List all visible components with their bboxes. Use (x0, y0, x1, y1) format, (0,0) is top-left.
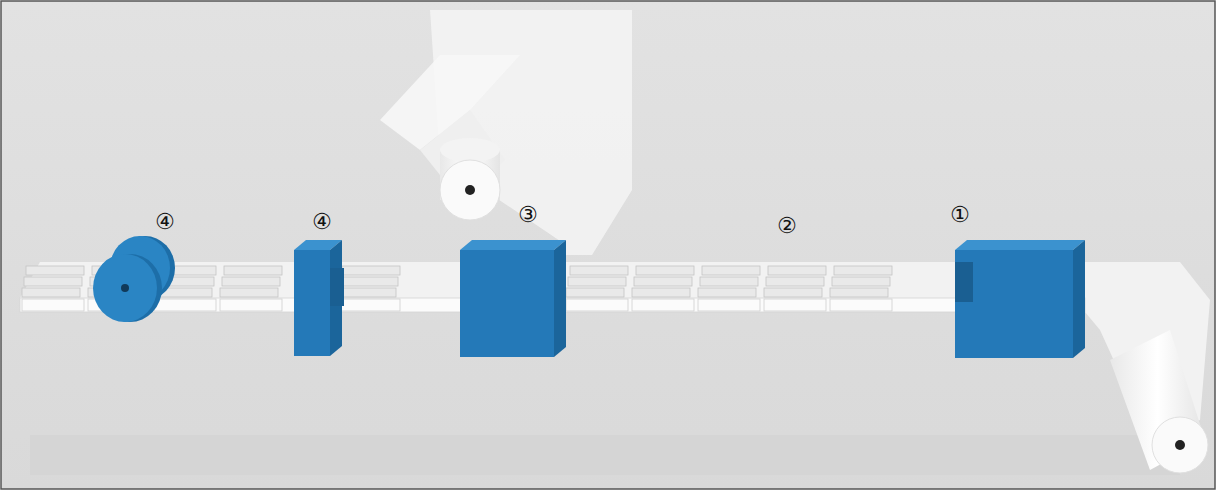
bottom-film-roll (1085, 262, 1210, 473)
cutting-discs (93, 236, 175, 322)
tray-cavity (24, 277, 82, 286)
tray-cavity (22, 288, 80, 297)
tray-front (632, 299, 694, 311)
sealing-station (460, 240, 566, 357)
tray-cavity (222, 277, 280, 286)
tray-cavity (768, 266, 826, 275)
tray-cavity (834, 266, 892, 275)
callout-number: ④ (155, 211, 175, 233)
tray-front (830, 299, 892, 311)
top-film-roll (380, 10, 632, 255)
tray-cavity (340, 277, 398, 286)
tray-front (220, 299, 282, 311)
tray-cavity (700, 277, 758, 286)
tray-front (154, 299, 216, 311)
tray-front (338, 299, 400, 311)
tray-cavity (338, 288, 396, 297)
tray-cavity (634, 277, 692, 286)
tray-cavity (766, 277, 824, 286)
tray-cavity (632, 288, 690, 297)
tray-cavity (568, 277, 626, 286)
tray-cavity (698, 288, 756, 297)
tray-cavity (220, 288, 278, 297)
callout-number: ① (950, 204, 970, 226)
tray-front (22, 299, 84, 311)
tray-cavity (26, 266, 84, 275)
tray-cavity (764, 288, 822, 297)
tray-cavity (342, 266, 400, 275)
tray-cavity (636, 266, 694, 275)
callout-number: ④ (312, 211, 332, 233)
floor-shadow (30, 435, 1180, 475)
callout-number: ② (777, 215, 797, 237)
callout-number: ③ (518, 204, 538, 226)
tray-cavity (832, 277, 890, 286)
tray-cavity (224, 266, 282, 275)
forming-station (955, 240, 1085, 358)
tray-cavity (830, 288, 888, 297)
tray-cavity (702, 266, 760, 275)
tray-front (698, 299, 760, 311)
tray-cavity (566, 288, 624, 297)
tray-front (566, 299, 628, 311)
cross-cutter (294, 240, 344, 356)
tray-front (764, 299, 826, 311)
tray-cavity (570, 266, 628, 275)
